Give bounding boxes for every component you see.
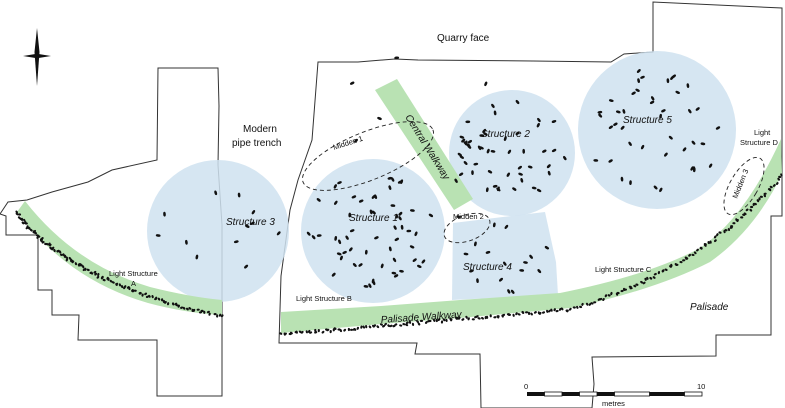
structure-1-label: Structure 1 <box>349 213 398 224</box>
structure-4-label: Structure 4 <box>463 262 512 273</box>
structure-4-area <box>452 212 558 300</box>
quarry-face-label: Quarry face <box>437 33 490 44</box>
scale-end-label: 10 <box>697 382 705 391</box>
palisade-postholes <box>15 173 783 336</box>
light-structure-a-label-line1: Light Structure <box>109 269 158 278</box>
light-structure-c-label: Light Structure C <box>595 265 652 274</box>
trench-outline-main <box>278 1 783 408</box>
structure-2-area <box>449 90 575 216</box>
palisade-label: Palisade <box>690 302 729 313</box>
scale-start-label: 0 <box>524 382 528 391</box>
central-walkway-band <box>375 79 473 210</box>
scale-unit-label: metres <box>602 399 625 408</box>
midden-2-outline <box>443 212 491 244</box>
midden-2-label: Midden 2 <box>453 212 484 221</box>
structure-2-label: Structure 2 <box>481 129 530 140</box>
midden-3-label: Midden 3 <box>731 168 751 200</box>
structure-5-area <box>578 51 736 209</box>
structure-5-label: Structure 5 <box>623 115 672 126</box>
light-structure-b-label: Light Structure B <box>296 294 352 303</box>
midden-1-label: Midden 1 <box>332 134 364 152</box>
structure-3-label: Structure 3 <box>226 217 275 228</box>
midden-3-outline <box>723 156 765 216</box>
light-structure-d-label-line1: Light <box>754 128 771 137</box>
postholes <box>155 56 721 294</box>
pipe-trench-label-line1: Modern <box>243 124 277 135</box>
light-structure-a-label-line2: A <box>131 279 136 288</box>
pipe-trench-label-line2: pipe trench <box>232 138 281 149</box>
light-structure-d-label-line2: Structure D <box>740 138 779 147</box>
north-arrow-icon <box>23 28 51 86</box>
structure-3-area <box>147 160 289 302</box>
scale-bar: 0 10 metres <box>524 382 705 408</box>
trench-outline-west <box>0 67 223 397</box>
structure-1-area <box>301 159 445 303</box>
midden-1-outline <box>302 121 434 191</box>
